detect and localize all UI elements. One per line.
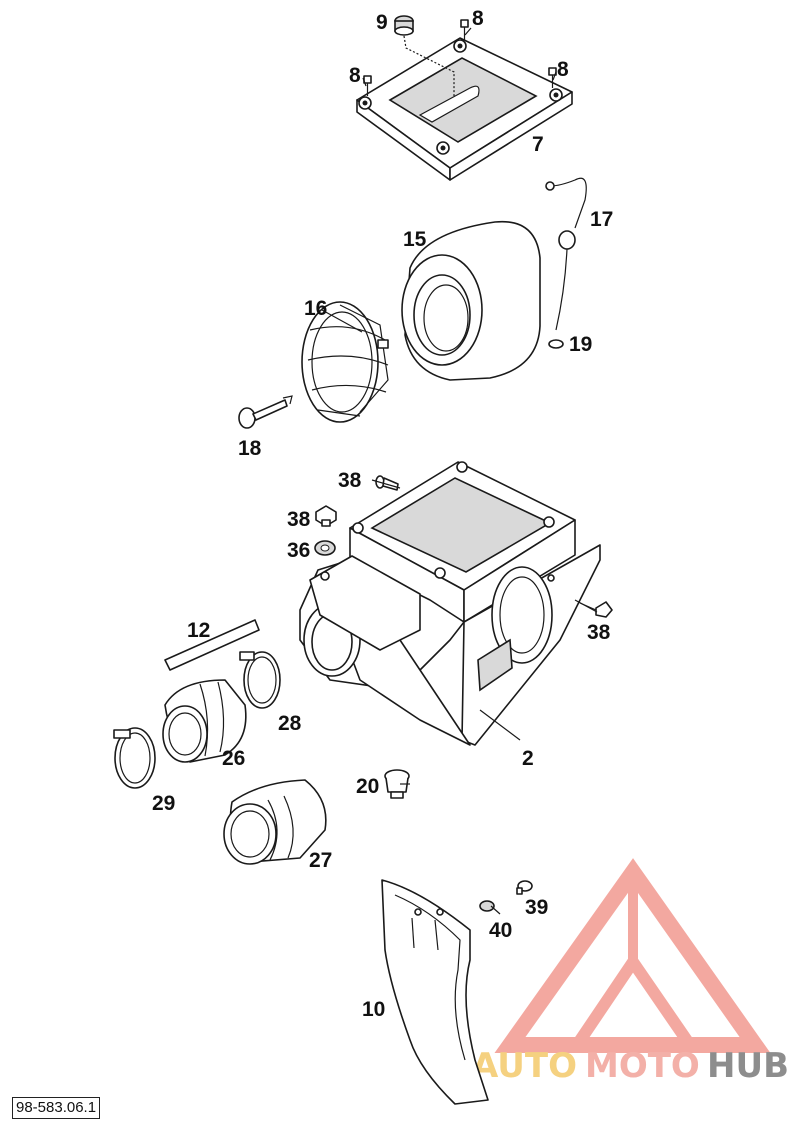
part-10-mud-flap bbox=[381, 879, 489, 1105]
callout-39: 39 bbox=[525, 896, 548, 919]
callout-38: 38 bbox=[338, 469, 362, 492]
callout-17: 17 bbox=[590, 208, 613, 231]
part-19-washer bbox=[548, 339, 564, 349]
part-29-hose-clamp bbox=[113, 727, 156, 789]
part-38-bolts bbox=[315, 475, 613, 618]
part-39-screw bbox=[516, 880, 533, 895]
callout-28: 28 bbox=[278, 712, 302, 735]
part-28-hose-clamp bbox=[239, 651, 281, 709]
callout-27: 27 bbox=[309, 849, 332, 872]
automotohub-watermark: AUTO MOTO HUB bbox=[472, 858, 789, 1086]
callout-12: 12 bbox=[187, 619, 210, 642]
part-18-wing-bolt bbox=[238, 395, 293, 429]
watermark-triangle-logo bbox=[494, 858, 771, 1053]
part-40-washer bbox=[479, 900, 495, 912]
part-7-lid-cover bbox=[356, 37, 573, 181]
part-36-grommet bbox=[314, 540, 336, 556]
callout-36: 36 bbox=[287, 539, 310, 562]
callout-10: 10 bbox=[362, 998, 385, 1021]
callout-38: 38 bbox=[287, 508, 311, 531]
callout-8: 8 bbox=[349, 64, 361, 87]
part-16-filter-cage bbox=[301, 301, 389, 423]
part-12-hose bbox=[164, 619, 260, 671]
callout-8: 8 bbox=[557, 58, 569, 81]
callout-40: 40 bbox=[489, 919, 512, 942]
part-2-airbox-housing bbox=[299, 461, 601, 746]
leader-lines bbox=[362, 27, 598, 915]
callout-labels: 7 8 8 8 9 15 16 17 18 19 38 38 38 36 12 … bbox=[152, 7, 613, 1021]
watermark-moto: MOTO bbox=[585, 1046, 700, 1086]
part-20-drain-plug bbox=[384, 769, 410, 799]
diagram-reference-code: 98-583.06.1 bbox=[12, 1097, 101, 1119]
watermark-hub: HUB bbox=[707, 1046, 789, 1086]
watermark-auto: AUTO bbox=[472, 1046, 577, 1086]
part-9-plug bbox=[394, 15, 455, 96]
part-27-connecting-boot bbox=[223, 779, 327, 865]
callout-26: 26 bbox=[222, 747, 245, 770]
callout-2: 2 bbox=[522, 747, 534, 770]
callout-8: 8 bbox=[472, 7, 484, 30]
part-26-intake-boot bbox=[162, 679, 247, 763]
part-17-breather-clip bbox=[545, 177, 587, 331]
callout-15: 15 bbox=[403, 228, 427, 251]
part-8-screws bbox=[363, 19, 557, 96]
callout-16: 16 bbox=[304, 297, 327, 320]
callout-19: 19 bbox=[569, 333, 592, 356]
part-15-air-filter bbox=[401, 220, 541, 381]
callout-38: 38 bbox=[587, 621, 611, 644]
callout-9: 9 bbox=[376, 11, 388, 34]
callout-7: 7 bbox=[532, 133, 544, 156]
callout-20: 20 bbox=[356, 775, 379, 798]
callout-18: 18 bbox=[238, 437, 262, 460]
callout-29: 29 bbox=[152, 792, 175, 815]
